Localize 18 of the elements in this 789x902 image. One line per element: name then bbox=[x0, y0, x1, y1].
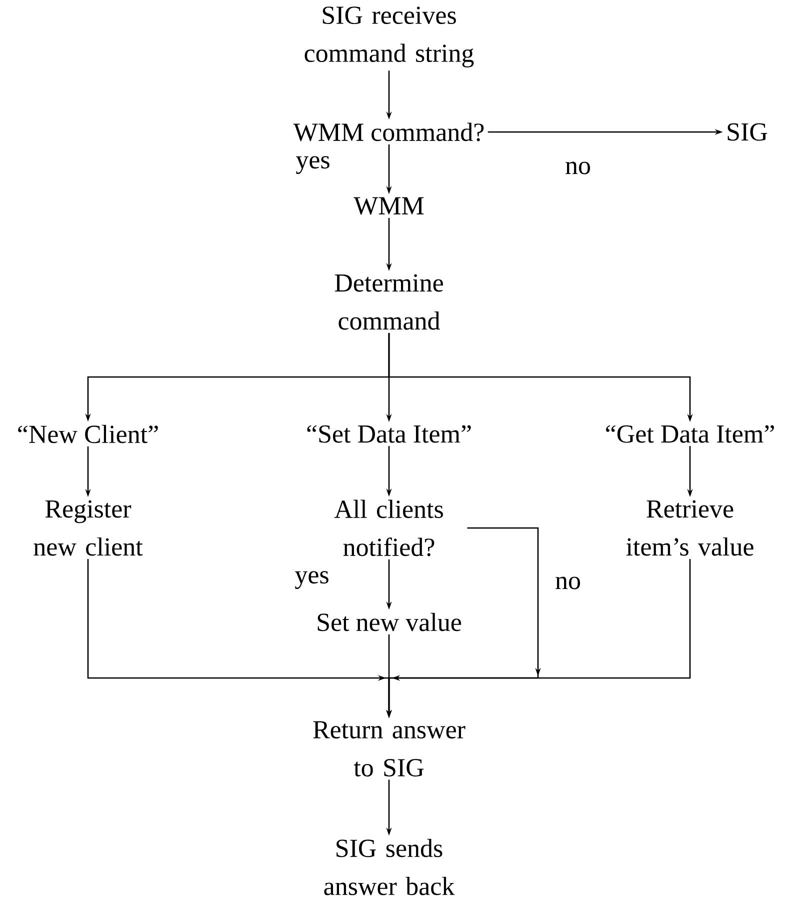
step-text: SIG sends answer back bbox=[324, 838, 455, 896]
edge-label: no bbox=[556, 576, 580, 590]
step-text: Determine command bbox=[334, 274, 443, 330]
step-text: Register new client bbox=[34, 500, 143, 556]
edge-label: yes bbox=[296, 156, 330, 174]
step-text: “New Client” bbox=[18, 424, 158, 444]
step-text: All clients notified? bbox=[334, 500, 443, 556]
step-text: “Set Data Item” bbox=[307, 425, 471, 443]
step-text: Return answer to SIG bbox=[313, 721, 466, 776]
edge-label: yes bbox=[294, 571, 328, 589]
step-text: WMM command? bbox=[293, 122, 484, 142]
edge-label: no bbox=[566, 162, 590, 174]
step-text: “Get Data Item” bbox=[606, 425, 774, 443]
step-text: WMM bbox=[354, 197, 424, 215]
step-text: SIG bbox=[728, 123, 768, 141]
step-text: Set new value bbox=[318, 612, 462, 632]
step-text: Retrieve item’s value bbox=[626, 500, 754, 556]
step-text: SIG receives command string bbox=[304, 6, 474, 68]
